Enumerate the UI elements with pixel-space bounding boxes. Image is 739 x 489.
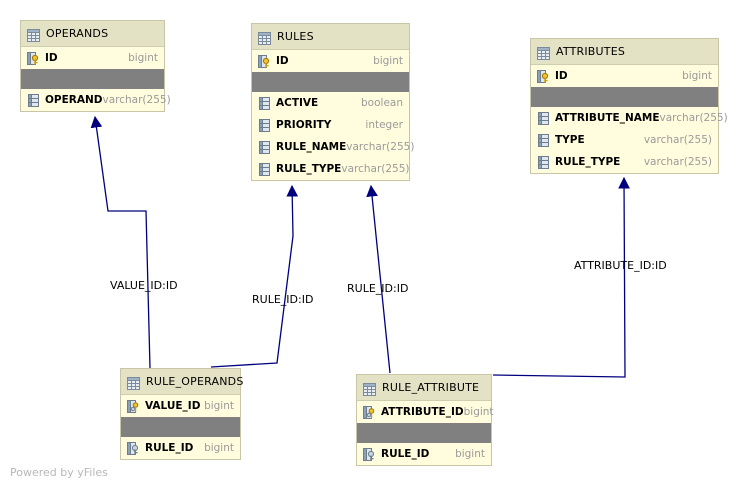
column-type: bigint: [204, 400, 234, 412]
column-type: bigint: [682, 70, 712, 82]
table-operands[interactable]: OPERANDS ID bigint OPERAND varchar(255): [20, 20, 171, 112]
key-divider: [357, 423, 491, 443]
table-icon: [537, 45, 550, 60]
column-row[interactable]: RULE_NAME varchar(255): [252, 136, 414, 158]
table-header: ATTRIBUTES: [531, 39, 718, 65]
column-name: TYPE: [555, 134, 585, 146]
table-header: RULE_OPERANDS: [121, 369, 243, 395]
column-row[interactable]: RULE_TYPE varchar(255): [531, 151, 718, 173]
table-title: ATTRIBUTES: [556, 45, 626, 58]
table-icon: [363, 381, 376, 396]
key-divider: [252, 72, 409, 92]
column-name: ID: [45, 52, 58, 64]
table-title: OPERANDS: [46, 27, 109, 40]
pk-row[interactable]: ID bigint: [21, 47, 164, 69]
edge-value-id[interactable]: [90, 115, 151, 369]
column-name: RULE_TYPE: [555, 156, 621, 168]
primary-foreign-key-icon: [363, 405, 376, 419]
column-row[interactable]: PRIORITY integer: [252, 114, 409, 136]
column-type: varchar(255): [659, 112, 728, 124]
column-row[interactable]: TYPE varchar(255): [531, 129, 718, 151]
column-name: RULE_ID: [381, 448, 430, 460]
fk-row[interactable]: RULE_ID bigint: [357, 443, 491, 465]
table-icon: [127, 375, 140, 390]
edge-rule-attribute-rule-id[interactable]: [366, 184, 391, 374]
key-divider: [121, 417, 240, 437]
key-divider: [531, 87, 718, 107]
column-type: bigint: [373, 55, 403, 67]
table-title: RULE_OPERANDS: [146, 375, 244, 388]
primary-key-icon: [27, 51, 40, 65]
fk-row[interactable]: RULE_ID bigint: [121, 437, 240, 459]
table-rules[interactable]: RULES ID bigint ACTIVE boolean PRIORITY …: [251, 23, 414, 181]
primary-key-icon: [258, 54, 271, 68]
column-icon: [537, 133, 550, 147]
column-type: bigint: [128, 52, 158, 64]
edge-rule-operands-rule-id[interactable]: [210, 184, 299, 368]
column-name: RULE_NAME: [276, 141, 347, 153]
column-type: integer: [365, 119, 403, 131]
column-type: bigint: [204, 442, 234, 454]
column-type: varchar(255): [346, 141, 415, 153]
column-type: varchar(255): [102, 94, 171, 106]
column-type: bigint: [455, 448, 485, 460]
table-header: RULE_ATTRIBUTE: [357, 375, 491, 401]
column-name: ID: [276, 55, 289, 67]
column-name: ACTIVE: [276, 97, 319, 109]
column-icon: [258, 96, 271, 110]
column-row[interactable]: RULE_TYPE varchar(255): [252, 158, 410, 180]
primary-key-icon: [537, 69, 550, 83]
column-icon: [258, 162, 271, 176]
table-rule-attribute[interactable]: RULE_ATTRIBUTE ATTRIBUTE_ID bigint RULE_…: [356, 374, 494, 466]
column-name: ATTRIBUTE_ID: [381, 406, 464, 418]
column-icon: [258, 118, 271, 132]
edge-label-attribute-id: ATTRIBUTE_ID:ID: [574, 259, 667, 272]
table-icon: [258, 30, 271, 45]
column-icon: [27, 93, 40, 107]
column-name: PRIORITY: [276, 119, 332, 131]
column-type: varchar(255): [643, 156, 712, 168]
column-row[interactable]: ACTIVE boolean: [252, 92, 409, 114]
edge-label-value-id: VALUE_ID:ID: [110, 279, 178, 292]
column-name: ID: [555, 70, 568, 82]
table-header: OPERANDS: [21, 21, 164, 47]
table-rule-operands[interactable]: RULE_OPERANDS VALUE_ID bigint RULE_ID bi…: [120, 368, 243, 460]
column-name: RULE_ID: [145, 442, 194, 454]
pk-row[interactable]: ID bigint: [531, 65, 718, 87]
foreign-key-icon: [363, 447, 376, 461]
table-header: RULES: [252, 24, 409, 50]
column-icon: [537, 111, 550, 125]
column-name: OPERAND: [45, 94, 103, 106]
pk-row[interactable]: VALUE_ID bigint: [121, 395, 240, 417]
primary-foreign-key-icon: [127, 399, 140, 413]
table-icon: [27, 27, 40, 42]
table-attributes[interactable]: ATTRIBUTES ID bigint ATTRIBUTE_NAME varc…: [530, 38, 728, 174]
edge-label-rule-operands: RULE_ID:ID: [252, 293, 314, 306]
pk-row[interactable]: ID bigint: [252, 50, 409, 72]
foreign-key-icon: [127, 441, 140, 455]
edge-attribute-id[interactable]: [492, 176, 630, 378]
key-divider: [21, 69, 164, 89]
column-type: varchar(255): [643, 134, 712, 146]
column-name: VALUE_ID: [145, 400, 201, 412]
column-icon: [537, 155, 550, 169]
table-title: RULES: [277, 30, 314, 43]
column-type: bigint: [463, 406, 494, 418]
column-name: RULE_TYPE: [276, 163, 342, 175]
column-icon: [258, 140, 271, 154]
pk-row[interactable]: ATTRIBUTE_ID bigint: [357, 401, 494, 423]
edge-label-rule-attribute: RULE_ID:ID: [347, 282, 409, 295]
column-type: varchar(255): [341, 163, 410, 175]
column-row[interactable]: OPERAND varchar(255): [21, 89, 171, 111]
table-title: RULE_ATTRIBUTE: [382, 381, 480, 394]
column-row[interactable]: ATTRIBUTE_NAME varchar(255): [531, 107, 728, 129]
column-name: ATTRIBUTE_NAME: [555, 112, 660, 124]
column-type: boolean: [361, 97, 403, 109]
powered-by-watermark: Powered by yFiles: [10, 466, 108, 479]
